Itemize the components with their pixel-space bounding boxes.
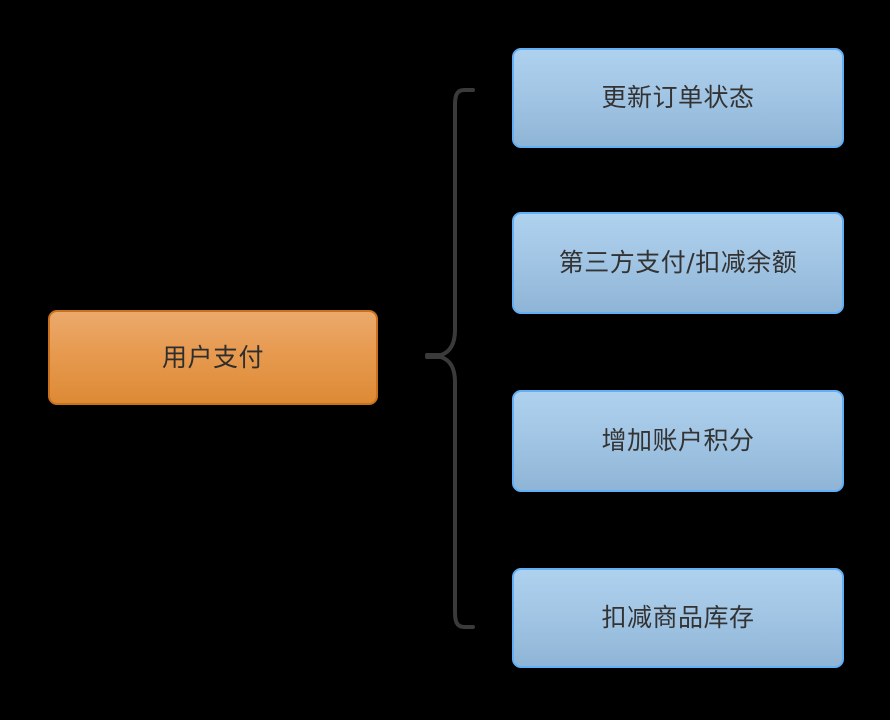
node-third-party-payment-deduct-balance[interactable]: 第三方支付/扣减余额	[512, 212, 844, 314]
node-user-payment[interactable]: 用户支付	[48, 310, 378, 405]
node-label: 更新订单状态	[601, 83, 755, 112]
node-label: 扣减商品库存	[601, 603, 755, 632]
node-deduct-product-inventory[interactable]: 扣减商品库存	[512, 568, 844, 668]
node-add-account-points[interactable]: 增加账户积分	[512, 390, 844, 492]
node-label: 第三方支付/扣减余额	[558, 248, 798, 277]
node-label: 用户支付	[161, 342, 264, 372]
node-update-order-status[interactable]: 更新订单状态	[512, 48, 844, 148]
node-label: 增加账户积分	[601, 426, 755, 455]
